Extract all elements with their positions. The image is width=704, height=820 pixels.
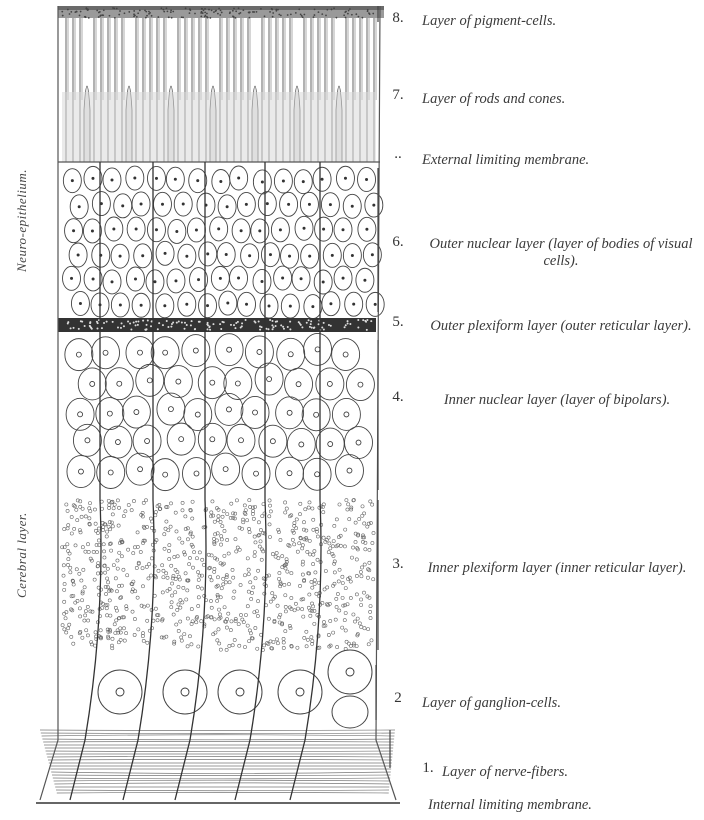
layer-label: Inner nuclear layer (layer of bipolars). [422,392,692,409]
layer-number: 8. [378,10,418,27]
layer-label: Layer of rods and cones. [422,91,642,108]
layer-label: Layer of nerve-fibers. [442,764,642,781]
layer-number: 6. [378,234,418,251]
inner-nuclear-cells [65,333,375,490]
cerebral-layer-label: Cerebral layer. [14,512,30,598]
layer-label: Internal limiting membrane. [428,797,698,814]
layer-label: Layer of ganglion-cells. [422,695,632,712]
layer-number: 1. [418,760,438,777]
pigment-layer-drawing [58,6,384,19]
inner-plexiform-stipple [61,498,376,651]
layer-label: Inner plexiform layer (inner reticular l… [422,560,692,577]
layer-label: Outer nuclear layer (layer of bodies of … [422,236,700,270]
outer-nuclear-cells [63,166,385,319]
nerve-fibers [36,730,400,803]
layer-number: 3. [378,556,418,573]
layer-label: External limiting membrane. [422,152,692,169]
neuro-epithelium-label: Neuro-epithelium. [14,169,30,272]
ganglion-cells [98,650,372,728]
layer-number: 7. [378,87,418,104]
outer-plexiform-band [58,318,376,332]
layer-number: .. [378,146,418,163]
layer-label: Outer plexiform layer (outer reticular l… [422,318,700,335]
layer-number: 5. [378,314,418,331]
layer-label: Layer of pigment-cells. [422,13,622,30]
layer-number: 4. [378,389,418,406]
layer-number: 2 [378,690,418,707]
layer-brackets [376,6,390,768]
